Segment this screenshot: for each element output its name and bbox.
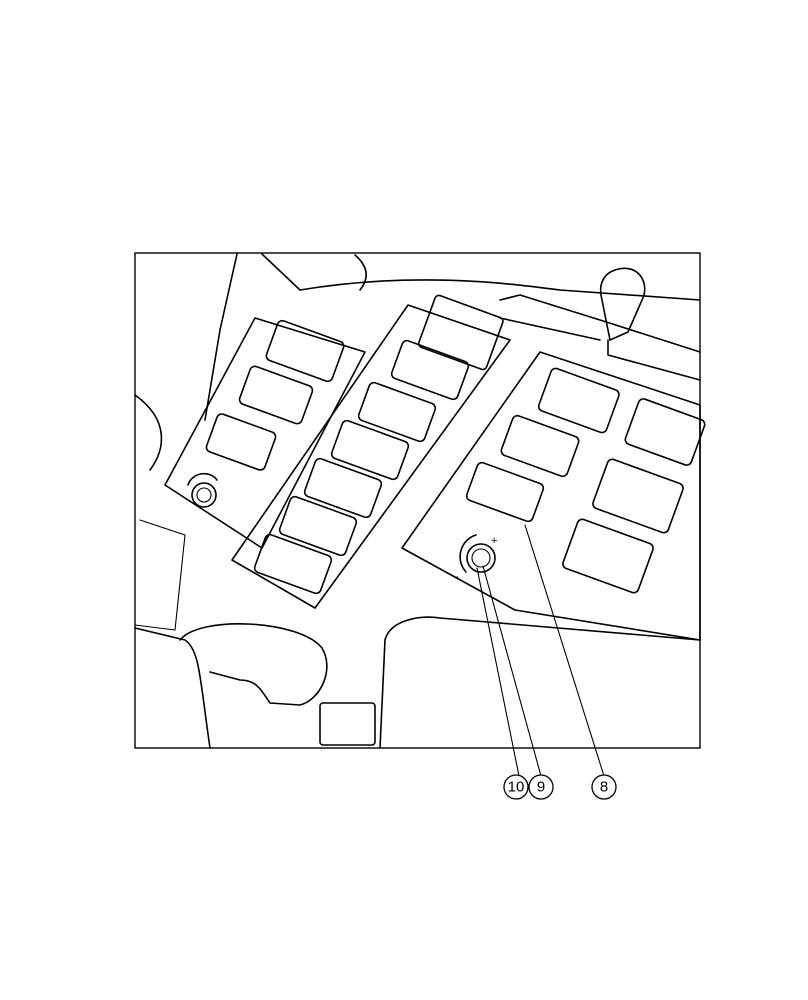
callout-9: 9 xyxy=(528,774,554,800)
leader-line-10 xyxy=(476,567,520,777)
console-drawing xyxy=(134,253,706,749)
dial-knob xyxy=(466,543,496,573)
dial-minus-mark: - xyxy=(455,571,459,583)
leader-line-8 xyxy=(524,524,605,777)
illustration-frame xyxy=(134,252,701,749)
leader-line-9 xyxy=(482,565,542,777)
callout-8-label: 8 xyxy=(600,779,608,796)
callout-10: 10 xyxy=(503,774,529,800)
dial-plus-mark: + xyxy=(491,535,497,547)
callout-10-label: 10 xyxy=(508,779,525,796)
callout-9-label: 9 xyxy=(537,779,545,796)
callout-8: 8 xyxy=(591,774,617,800)
